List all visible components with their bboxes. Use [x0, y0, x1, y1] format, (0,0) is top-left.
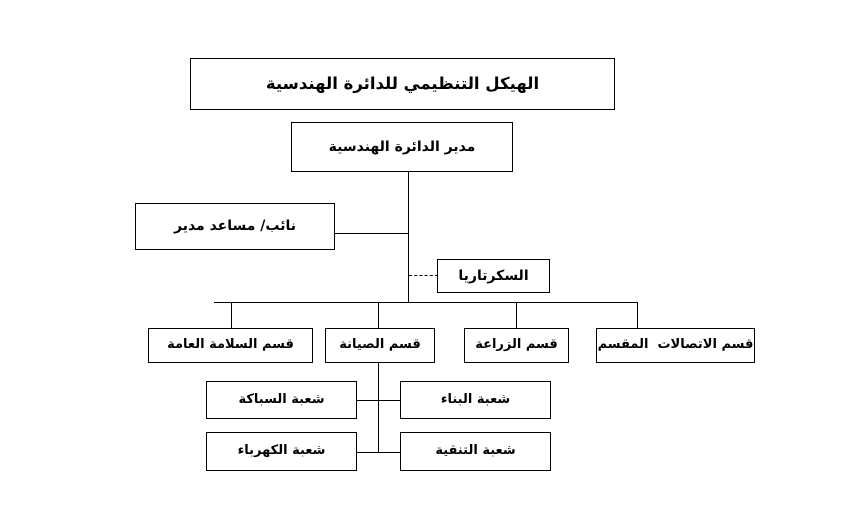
connector-director-trunk: [408, 172, 409, 303]
connector-drop-communications: [637, 302, 638, 328]
node-div-electrical-label: شعبة الكهرباء: [237, 443, 326, 459]
node-div-plumbing[interactable]: شعبة السباكة: [206, 381, 357, 419]
node-div-filtration-label: شعبة التنقية: [435, 443, 516, 459]
node-dept-agriculture-label: قسم الزراعة: [475, 337, 558, 353]
node-div-filtration[interactable]: شعبة التنقية: [400, 432, 551, 471]
node-dept-maintenance-label: قسم الصيانة: [339, 337, 421, 353]
connector-rung-construction: [378, 400, 401, 401]
node-div-construction-label: شعبة البناء: [440, 391, 511, 407]
connector-drop-public-safety: [231, 302, 232, 328]
connector-secretariat-dashed: [409, 275, 438, 276]
node-dept-public-safety[interactable]: قسم السلامة العامة: [148, 328, 313, 363]
node-secretariat[interactable]: السكرتاريا: [437, 259, 550, 293]
connector-drop-agriculture: [516, 302, 517, 328]
node-div-electrical[interactable]: شعبة الكهرباء: [206, 432, 357, 471]
node-dept-maintenance[interactable]: قسم الصيانة: [325, 328, 435, 363]
node-secretariat-label: السكرتاريا: [458, 267, 529, 284]
connector-rung-electrical: [357, 452, 379, 453]
node-director-label: مدير الدائرة الهندسية: [328, 138, 476, 155]
chart-title-label: الهيكل التنظيمي للدائرة الهندسية: [265, 73, 540, 93]
node-deputy-assistant-director[interactable]: نائب/ مساعد مدير: [135, 203, 335, 250]
chart-title-box: الهيكل التنظيمي للدائرة الهندسية: [190, 58, 615, 110]
node-deputy-assistant-director-label: نائب/ مساعد مدير: [174, 218, 296, 235]
connector-rung-plumbing: [357, 400, 379, 401]
node-dept-public-safety-label: قسم السلامة العامة: [167, 337, 294, 353]
connector-drop-maintenance: [378, 302, 379, 328]
connector-departments-bus: [214, 302, 638, 303]
connector-deputy-branch: [335, 233, 409, 234]
node-dept-communications[interactable]: قسم الاتصالات المقسم: [596, 328, 755, 363]
connector-rung-filtration: [378, 452, 401, 453]
node-dept-communications-label: قسم الاتصالات المقسم: [597, 337, 754, 353]
node-div-plumbing-label: شعبة السباكة: [238, 391, 325, 407]
node-div-construction[interactable]: شعبة البناء: [400, 381, 551, 419]
node-dept-agriculture[interactable]: قسم الزراعة: [464, 328, 569, 363]
connector-maintenance-subtrunk: [378, 363, 379, 453]
node-director[interactable]: مدير الدائرة الهندسية: [291, 122, 513, 172]
